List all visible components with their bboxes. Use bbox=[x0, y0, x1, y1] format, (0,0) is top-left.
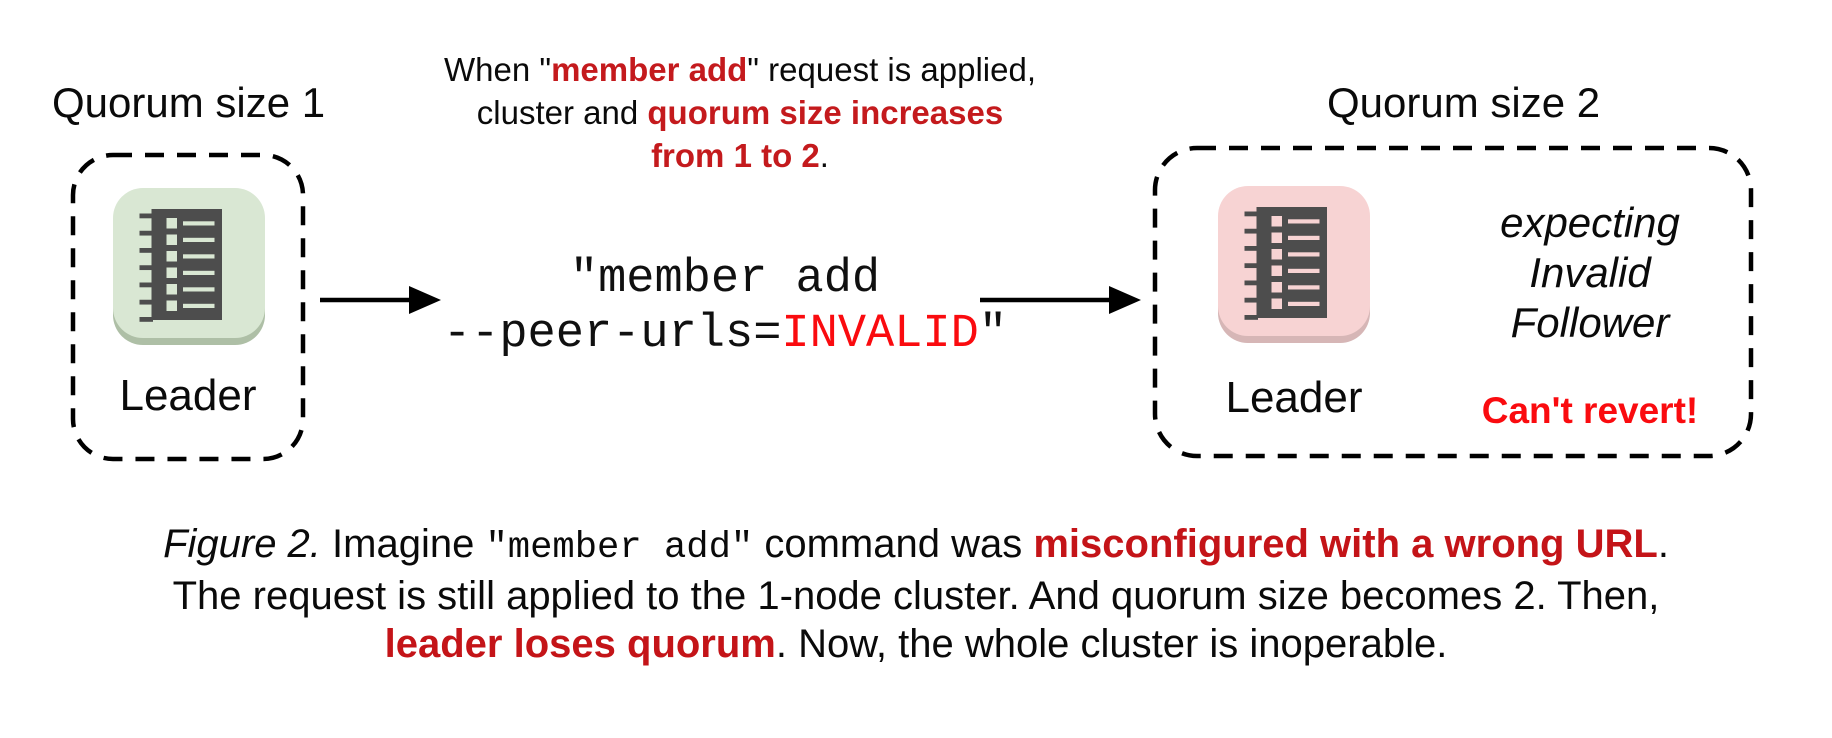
figure-caption: Figure 2. Imagine "member add" command w… bbox=[0, 520, 1832, 668]
misconfigured-emphasis: misconfigured with a wrong URL bbox=[1033, 522, 1658, 566]
note-line: Follower bbox=[1510, 299, 1670, 346]
expecting-follower-note: expecting Invalid Follower bbox=[1440, 198, 1740, 348]
member-add-command: "member add --peer-urls=INVALID" bbox=[405, 252, 1045, 362]
server-rack-icon bbox=[1218, 186, 1370, 336]
figure-label: Figure 2. bbox=[163, 522, 321, 566]
caption-line-1: Figure 2. Imagine "member add" command w… bbox=[163, 522, 1669, 569]
right-cluster-title: Quorum size 2 bbox=[1327, 79, 1601, 126]
command-line-1: "member add bbox=[569, 253, 881, 306]
server-rack-glyph bbox=[139, 209, 222, 322]
right-node-label: Leader bbox=[1225, 373, 1363, 422]
quorum-increase-emphasis: quorum size increases bbox=[647, 94, 1004, 131]
caption-line-3: leader loses quorum. Now, the whole clus… bbox=[384, 622, 1448, 666]
caption-line-2: The request is still applied to the 1-no… bbox=[172, 574, 1660, 618]
server-rack-icon bbox=[113, 188, 265, 338]
note-line-2: cluster and quorum size increases bbox=[476, 94, 1004, 131]
loses-quorum-emphasis: leader loses quorum bbox=[384, 622, 776, 666]
right-cluster-box bbox=[1152, 145, 1754, 459]
from-1-to-2-emphasis: from 1 to 2 bbox=[651, 137, 820, 174]
note-line-1: When "member add" request is applied, bbox=[443, 51, 1037, 88]
member-add-note: When "member add" request is applied, cl… bbox=[390, 48, 1090, 177]
cant-revert-warning: Can't revert! bbox=[1481, 390, 1699, 431]
note-line: expecting bbox=[1500, 199, 1680, 246]
dashed-border-icon bbox=[70, 152, 306, 462]
flow-arrow-icon bbox=[978, 282, 1142, 323]
member-add-emphasis: member add bbox=[551, 51, 748, 88]
dashed-border-icon bbox=[1152, 145, 1754, 459]
note-line-3: from 1 to 2. bbox=[651, 137, 829, 174]
command-line-2: --peer-urls=INVALID" bbox=[442, 308, 1008, 361]
left-cluster-box bbox=[70, 152, 306, 462]
flow-arrow-icon bbox=[318, 282, 442, 323]
invalid-url-emphasis: INVALID bbox=[781, 308, 979, 361]
left-node-label: Leader bbox=[119, 371, 257, 420]
server-rack-glyph bbox=[1244, 207, 1327, 320]
member-add-code: "member add" bbox=[485, 527, 754, 569]
note-line: Invalid bbox=[1529, 249, 1651, 296]
left-cluster-title: Quorum size 1 bbox=[52, 79, 326, 126]
